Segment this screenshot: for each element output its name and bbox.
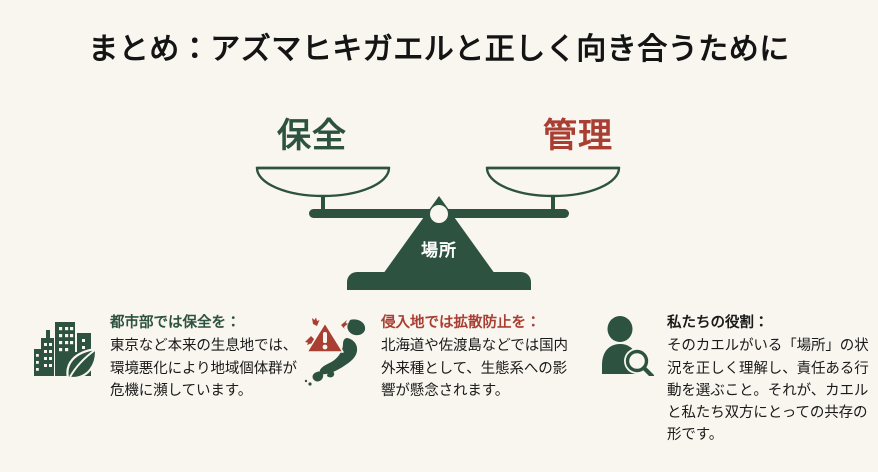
- column-heading: 私たちの役割：: [667, 315, 769, 331]
- column-heading: 都市部では保全を：: [110, 315, 241, 331]
- balance-scale-illustration: 保全 管理 場所: [239, 96, 639, 292]
- warning-triangle-icon: [306, 322, 344, 353]
- scale-label-place: 場所: [421, 241, 457, 260]
- summary-column-urban: 都市部では保全を： 東京など本来の生息地では、環境悪化により地域個体群が危機に瀕…: [34, 312, 299, 402]
- summary-column-text: 侵入地では拡散防止を： 北海道や佐渡島などでは国内外来種として、生態系への影響が…: [381, 312, 575, 402]
- scale-pivot-hole: [430, 205, 448, 223]
- column-body: 東京など本来の生息地では、環境悪化により地域個体群が危機に瀕しています。: [110, 338, 298, 399]
- summary-column-text: 都市部では保全を： 東京など本来の生息地では、環境悪化により地域個体群が危機に瀕…: [110, 312, 299, 402]
- person-magnifier-icon: [597, 316, 655, 382]
- summary-column-invasive: 侵入地では拡散防止を： 北海道や佐渡島などでは国内外来種として、生態系への影響が…: [303, 312, 575, 402]
- summary-column-text: 私たちの役割： そのカエルがいる「場所」の状況を正しく理解し、責任ある行動を選ぶ…: [667, 312, 869, 446]
- scale-label-conservation: 保全: [277, 117, 347, 155]
- column-heading: 侵入地では拡散防止を：: [381, 315, 541, 331]
- column-body: そのカエルがいる「場所」の状況を正しく理解し、責任ある行動を選ぶこと。それが、カ…: [667, 338, 869, 444]
- page-title: まとめ：アズマヒキガエルと正しく向き合うために: [88, 33, 790, 66]
- scale-pan-left: [255, 166, 391, 213]
- scale-base: [347, 272, 531, 290]
- column-body: 北海道や佐渡島などでは国内外来種として、生態系への影響が懸念されます。: [381, 338, 568, 399]
- balance-scale-graphic: [255, 166, 621, 290]
- summary-column-our-role: 私たちの役割： そのカエルがいる「場所」の状況を正しく理解し、責任ある行動を選ぶ…: [597, 312, 869, 446]
- city-leaf-icon: [34, 316, 100, 382]
- scale-pan-right: [485, 166, 621, 213]
- japan-map-shape: [304, 319, 366, 386]
- scale-label-management: 管理: [543, 117, 613, 155]
- magnifier-shape: [624, 348, 655, 376]
- scale-fulcrum: [383, 196, 495, 274]
- japan-map-warning-icon: [303, 316, 373, 386]
- summary-columns: 都市部では保全を： 東京など本来の生息地では、環境悪化により地域個体群が危機に瀕…: [0, 312, 878, 472]
